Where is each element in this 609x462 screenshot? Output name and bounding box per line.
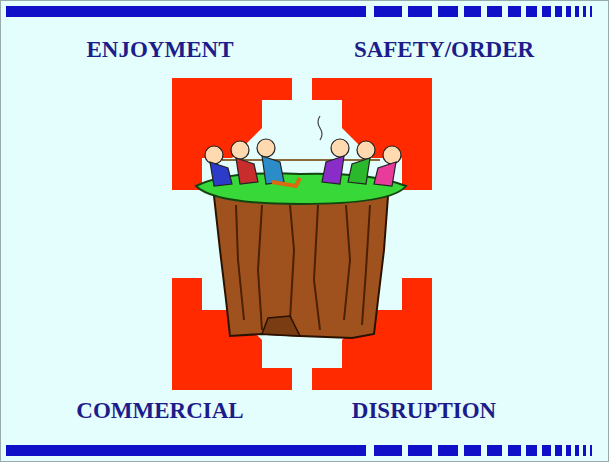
red-arrows bbox=[172, 78, 432, 390]
bottom-bar bbox=[6, 445, 592, 456]
top-bar bbox=[6, 6, 592, 17]
cliff-illustration bbox=[196, 173, 406, 338]
category-label: COMMERCIAL bbox=[76, 398, 243, 424]
category-label: ENJOYMENT bbox=[87, 37, 234, 63]
category-label: DISRUPTION bbox=[352, 398, 496, 424]
category-label: SAFETY/ORDER bbox=[354, 37, 534, 63]
tug-of-war-people bbox=[205, 116, 401, 186]
